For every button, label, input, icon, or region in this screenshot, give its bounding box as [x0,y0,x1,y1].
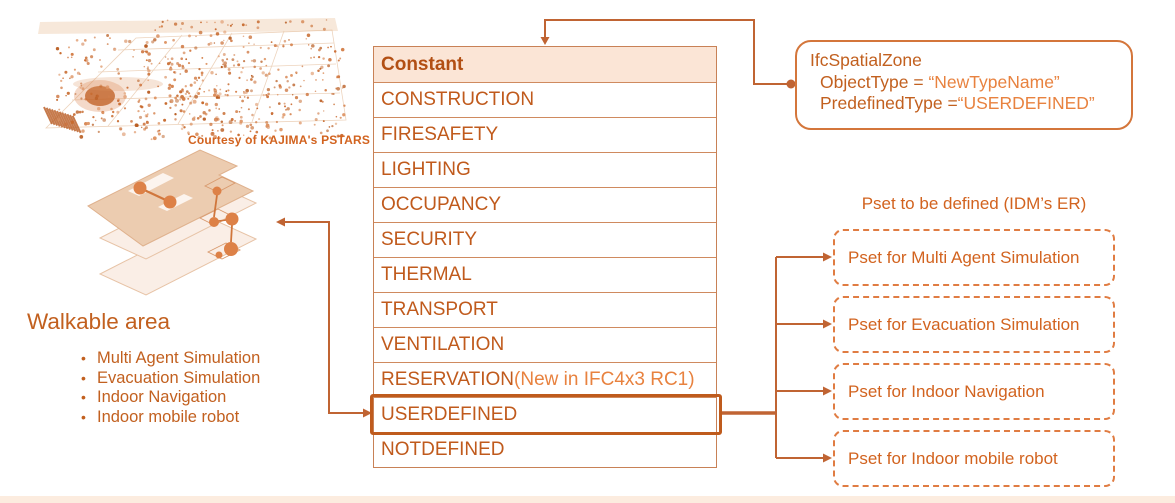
pset-box-1: Pset for Multi Agent Simulation [833,229,1115,286]
pset-arrow-lines [776,252,832,463]
walkable-list-item: • Evacuation Simulation [70,369,260,389]
arrow-right-icon [823,319,832,329]
navigation-graph-nodes [133,181,239,259]
arrow-down-icon [540,37,550,45]
walkable-item-label: Indoor Navigation [97,388,227,406]
connector-diagram-to-userdefined [276,217,372,418]
table-row-label: THERMAL [381,264,472,285]
layered-floorplan-image [87,149,258,296]
table-row-label: RESERVATION [381,369,515,390]
table-row-occupancy: OCCUPANCY [374,187,716,222]
table-row-label: VENTILATION [381,334,505,355]
floor-layer-bottom [98,217,258,296]
table-row-label: FIRESAFETY [381,124,499,145]
floor-layer-middle [98,181,258,260]
predefinedtype-attribute: PredefinedType =“USERDEFINED” [820,93,1095,113]
crowd-image-caption: Courtesy of KAJIMA's PSTARS [188,133,371,147]
table-row-security: SECURITY [374,222,716,257]
ifcspatialzone-box: IfcSpatialZone ObjectType = “NewTypeName… [795,40,1133,130]
walkable-area-list: • Multi Agent Simulation • Evacuation Simul… [70,349,260,427]
pset-box-3: Pset for Indoor Navigation [833,363,1115,420]
connector-userdefined-to-psets [720,252,832,463]
bullet-icon: • [81,369,86,386]
table-row-thermal: THERMAL [374,257,716,292]
bullet-icon: • [81,350,86,366]
table-row-label: USERDEFINED [381,404,518,425]
table-row-label: CONSTRUCTION [381,89,535,110]
ifcspatialzone-title: IfcSpatialZone [810,50,922,70]
table-row-lighting: LIGHTING [374,152,716,187]
table-row-label: OCCUPANCY [381,194,501,215]
walkable-list-item: • Indoor mobile robot [70,408,260,428]
walkable-item-label: Multi Agent Simulation [97,349,261,367]
queue-stripes [43,106,82,134]
table-row-transport: TRANSPORT [374,292,716,327]
arrow-right-icon [823,386,832,396]
objecttype-value: “NewTypeName” [928,71,1060,92]
table-row-userdefined: USERDEFINED [374,397,716,432]
pset-box-label: Pset for Evacuation Simulation [848,314,1080,334]
pset-box-4: Pset for Indoor mobile robot [833,430,1115,487]
walkable-list-item: • Indoor Navigation [70,388,260,408]
table-row-label: SECURITY [381,229,478,250]
walkable-list-item: • Multi Agent Simulation [70,349,260,369]
floor-layer-top [87,149,255,247]
predefinedtype-value: “USERDEFINED” [957,93,1095,113]
table-row-firesafety: FIRESAFETY [374,117,716,152]
room-outlines [198,176,242,260]
crowd-streak [73,77,163,91]
objecttype-attribute: ObjectType = “NewTypeName” [820,71,1060,92]
table-row-notdefined: NOTDEFINED [374,432,716,467]
arrow-right-icon [363,408,372,418]
arrow-right-icon [823,252,832,262]
constant-table-header: Constant [374,47,716,82]
arrow-right-icon [823,453,832,463]
table-row-label: TRANSPORT [381,299,498,320]
bullet-icon: • [81,389,86,405]
pset-box-2: Pset for Evacuation Simulation [833,296,1115,353]
pset-box-label: Pset for Indoor mobile robot [848,448,1058,468]
crowd-density-halo [74,80,126,112]
bullet-icon: • [81,408,86,425]
crowd-density-blob [85,86,115,106]
table-row-construction: CONSTRUCTION [374,82,716,117]
pset-section-title: Pset to be defined (IDM’s ER) [861,194,1087,213]
crowd-dots [55,19,346,141]
pset-box-label: Pset for Multi Agent Simulation [848,247,1080,267]
walkable-item-label: Evacuation Simulation [97,368,261,387]
navigation-graph-edges [139,187,233,243]
walkable-area-title: Walkable area [27,309,170,334]
pset-box-label: Pset for Indoor Navigation [848,381,1045,401]
crowd-simulation-image [38,18,347,141]
slide-bottom-strip [0,496,1175,503]
arrow-left-icon [276,217,285,227]
floorplan-grid [45,29,347,129]
table-row-reservation: RESERVATION (New in IFC4x3 RC1) [374,362,716,397]
table-row-label: NOTDEFINED [381,439,505,460]
table-row-label: LIGHTING [381,159,471,180]
table-row-suffix: (New in IFC4x3 RC1) [514,369,695,390]
table-row-ventilation: VENTILATION [374,327,716,362]
walkable-item-label: Indoor mobile robot [97,407,240,426]
